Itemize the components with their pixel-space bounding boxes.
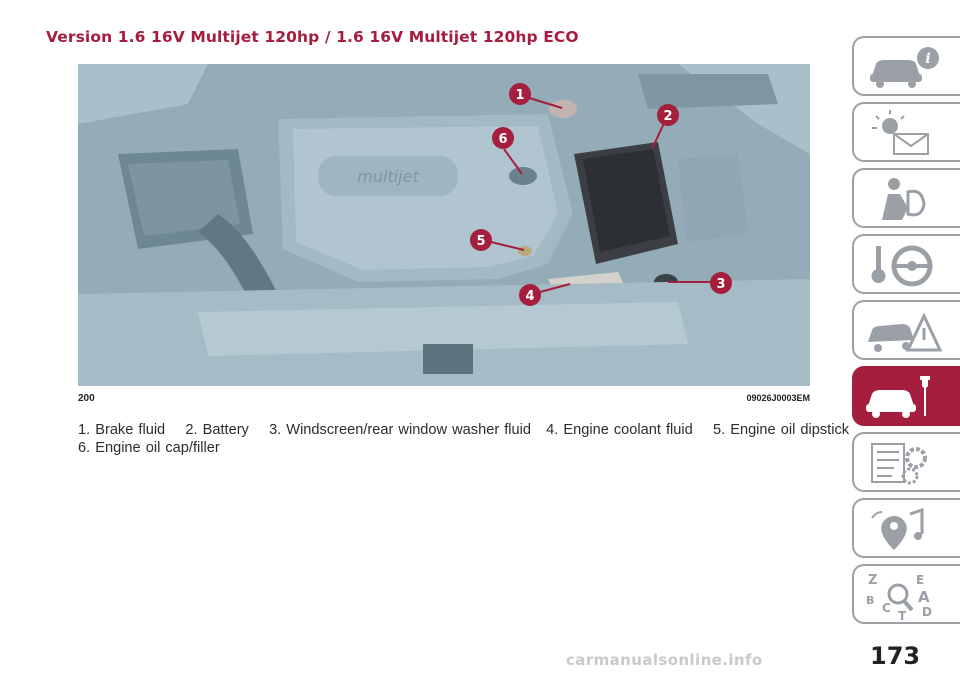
engine-bay-drawing: multijet 1 2 [78,64,810,386]
car-service-wrench-icon [866,376,930,418]
multimedia-music-nav-icon [871,507,924,550]
index-letter-b: B [866,594,874,607]
tab-starting-driving[interactable] [852,234,960,294]
car-info-icon: i [870,47,939,88]
callout-1: 1 [515,88,524,103]
svg-text:i: i [925,51,930,67]
index-letter-e: E [916,573,924,587]
callout-5: 5 [476,234,485,249]
tab-maintenance[interactable] [852,366,960,426]
caption-line-2: 6. Engine oil cap/filler [78,440,220,456]
tab-warning-lights[interactable] [852,102,960,162]
tab-emergency[interactable] [852,300,960,360]
callout-3: 3 [716,277,725,292]
caption-line-1: 1. Brake fluid 2. Battery 3. Windscreen/… [78,422,850,438]
index-search-icon: Z E B A C T D [866,573,932,620]
figure-caption: 1. Brake fluid 2. Battery 3. Windscreen/… [78,421,850,457]
tab-technical-data[interactable] [852,432,960,492]
callout-6: 6 [498,132,507,147]
watermark: carmanualsonline.info [566,651,763,669]
tab-safety[interactable] [852,168,960,228]
figure-page-ref: 200 [78,393,95,404]
tab-car-info[interactable]: i [852,36,960,96]
tab-index[interactable]: Z E B A C T D [852,564,960,624]
car-emergency-icon [868,312,943,352]
steering-wheel-key-icon [871,245,933,287]
callout-2: 2 [663,109,672,124]
airbag-safety-icon [882,178,926,220]
section-title: Version 1.6 16V Multijet 120hp / 1.6 16V… [46,28,579,46]
callout-4: 4 [525,289,534,304]
engine-brand-label: multijet [357,167,419,186]
page-number: 173 [870,642,921,670]
index-letter-c: C [882,601,891,615]
index-letter-a: A [918,588,930,606]
technical-data-gears-icon [871,443,927,485]
index-letter-d: D [922,605,932,619]
engine-bay-illustration: multijet 1 2 [78,64,810,386]
index-letter-z: Z [868,573,877,588]
figure-code: 09026J0003EM [746,393,810,403]
index-letter-t: T [898,609,907,620]
tab-multimedia[interactable] [852,498,960,558]
warning-lights-message-icon [872,110,929,155]
